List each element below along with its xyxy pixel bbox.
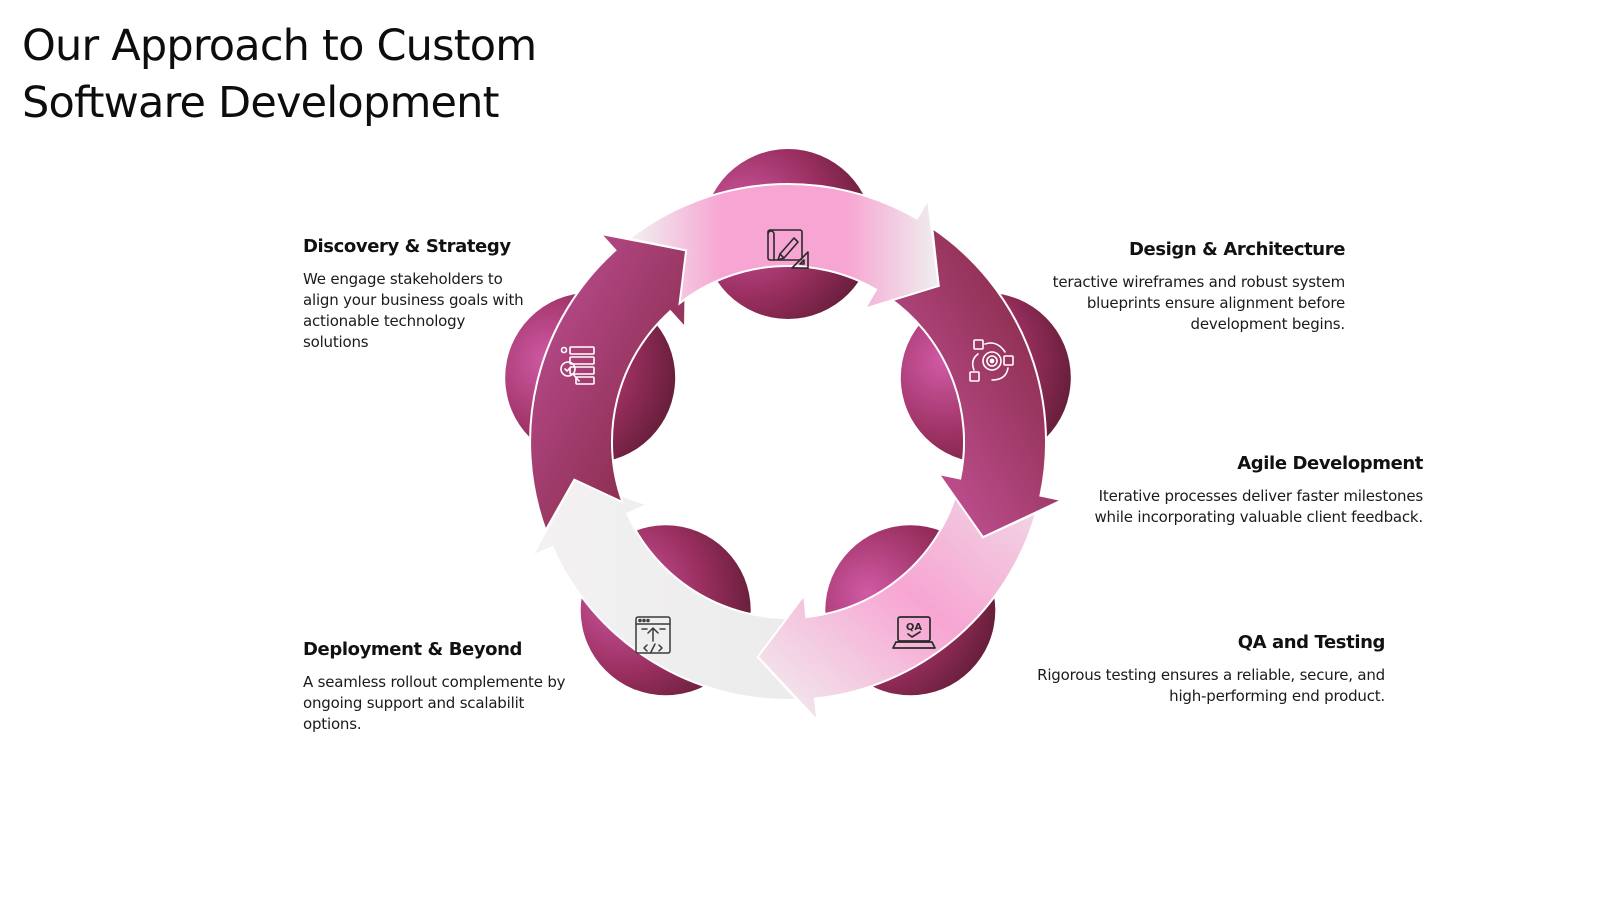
blueprint-pencil-icon [767,229,809,269]
step-title: QA and Testing [1237,632,1386,653]
step-title: Deployment & Beyond [303,639,523,660]
arrow-deployment [529,478,800,701]
arrow-design [626,183,940,311]
target-cycle-icon [969,339,1014,382]
step-description: Rigorous testing ensures a reliable, sec… [1037,666,1385,705]
qa-laptop-icon: QA [892,616,936,649]
page-title: Our Approach to Custom Software Developm… [22,21,537,128]
step-agile-development: Agile Development Iterative processes de… [1058,453,1423,528]
arrow-qa [756,487,1038,724]
step-description: A seamless rollout complemente by ongoin… [303,673,566,733]
step-title: Discovery & Strategy [303,236,511,257]
step-qa-testing: QA and Testing Rigorous testing ensures … [1010,632,1385,707]
step-discovery-strategy: Discovery & Strategy We engage stakehold… [303,236,533,353]
step-description: teractive wireframes and robust system b… [1052,273,1346,333]
step-design-architecture: Design & Architecture teractive wirefram… [1010,239,1346,335]
step-title: Agile Development [1237,453,1423,474]
arrow-discovery [529,232,688,533]
step-description: Iterative processes deliver faster miles… [1094,487,1423,526]
cycle-arrows [529,183,1066,724]
browser-code-upload-icon [635,616,671,654]
step-icons: QA [560,229,1014,654]
step-deployment-beyond: Deployment & Beyond A seamless rollout c… [303,639,568,735]
step-title: Design & Architecture [1128,239,1345,260]
svg-text:QA: QA [906,622,923,633]
checklist-search-icon [560,346,595,385]
step-description: We engage stakeholders to align your bus… [303,270,524,351]
arrow-agile [883,226,1066,539]
